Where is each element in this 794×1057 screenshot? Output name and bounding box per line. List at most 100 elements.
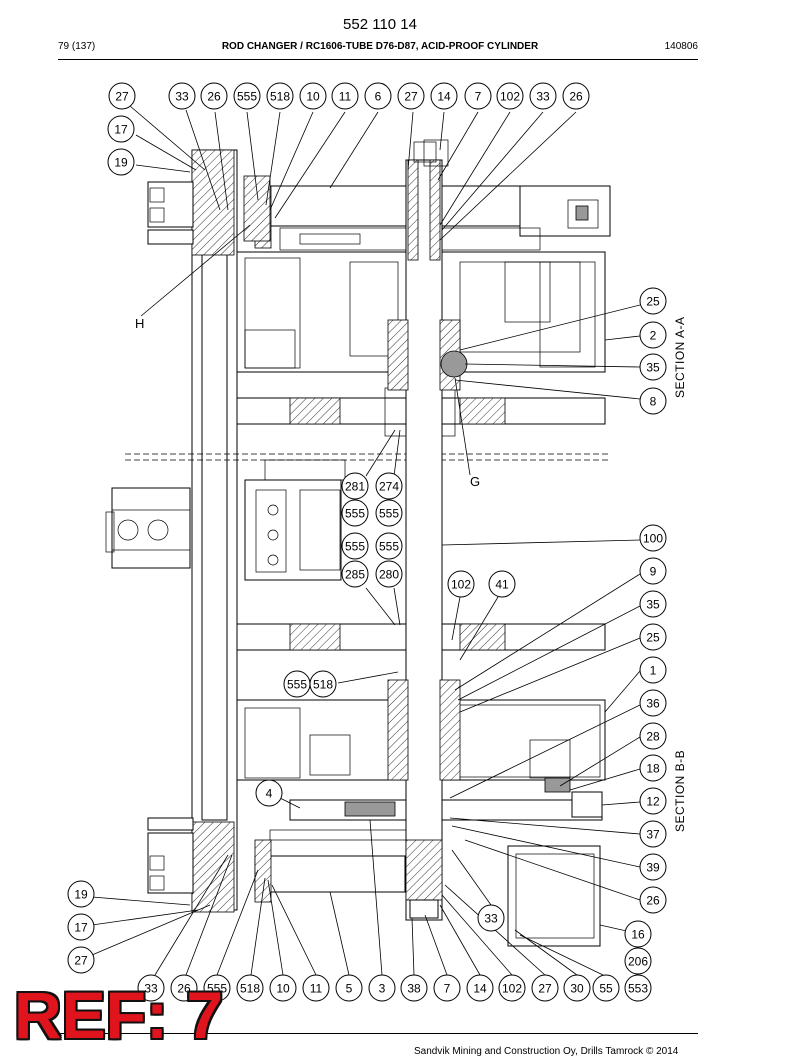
balloon-label: 26 <box>646 894 660 908</box>
balloon-555: 555 <box>203 974 231 1002</box>
assembly-drawing <box>105 139 611 947</box>
balloon-39: 39 <box>639 853 667 881</box>
balloon-label: 26 <box>569 90 583 104</box>
balloon-circle <box>302 974 330 1002</box>
balloon-circle <box>107 115 135 143</box>
balloon-55: 55 <box>592 974 620 1002</box>
balloon-circle <box>488 570 516 598</box>
balloon-555: 555 <box>375 499 403 527</box>
balloon-label: 518 <box>270 90 290 104</box>
balloon-label: 17 <box>114 123 128 137</box>
balloon-circle <box>464 82 492 110</box>
balloon-label: 36 <box>646 697 660 711</box>
balloon-label: 555 <box>237 90 257 104</box>
balloon-circle <box>255 779 283 807</box>
balloon-circle <box>375 499 403 527</box>
balloon-41: 41 <box>488 570 516 598</box>
balloon-circle <box>639 787 667 815</box>
balloon-4: 4 <box>255 779 283 807</box>
balloon-27: 27 <box>531 974 559 1002</box>
balloon-10: 10 <box>299 82 327 110</box>
balloon-circle <box>639 353 667 381</box>
balloon-33: 33 <box>529 82 557 110</box>
balloon-label: 1 <box>650 664 657 678</box>
balloon-555: 555 <box>375 532 403 560</box>
page-reference: 79 (137) <box>58 41 96 52</box>
balloon-circle <box>341 499 369 527</box>
balloon-circle <box>375 532 403 560</box>
balloon-circle <box>67 880 95 908</box>
balloon-12: 12 <box>639 787 667 815</box>
balloon-label: 280 <box>379 568 399 582</box>
balloon-label: 37 <box>646 828 660 842</box>
balloon-label: 102 <box>451 578 471 592</box>
balloon-26: 26 <box>639 886 667 914</box>
balloon-label: 281 <box>345 480 365 494</box>
balloon-label: 102 <box>502 982 522 996</box>
balloon-label: 10 <box>276 982 290 996</box>
balloon-label: 14 <box>437 90 451 104</box>
detail-label-g: G <box>470 474 480 489</box>
balloon-label: 553 <box>628 982 648 996</box>
balloon-circle <box>639 557 667 585</box>
balloon-102: 102 <box>498 974 526 1002</box>
balloon-37: 37 <box>639 820 667 848</box>
balloon-circle <box>236 974 264 1002</box>
balloon-label: 30 <box>570 982 584 996</box>
balloon-label: 11 <box>339 90 352 104</box>
balloon-circle <box>170 974 198 1002</box>
balloon-35: 35 <box>639 353 667 381</box>
section-b-label: SECTION B-B <box>673 750 687 832</box>
balloon-circle <box>639 689 667 717</box>
balloon-circle <box>639 287 667 315</box>
ref-stamp: REF: 7 <box>14 978 224 1052</box>
balloon-label: 16 <box>631 928 645 942</box>
balloon-label: 27 <box>538 982 552 996</box>
balloon-label: 25 <box>646 295 660 309</box>
balloon-27: 27 <box>108 82 136 110</box>
balloon-circle <box>108 82 136 110</box>
balloon-circle <box>137 974 165 1002</box>
balloon-circle <box>639 754 667 782</box>
balloon-19: 19 <box>67 880 95 908</box>
balloon-11: 11 <box>302 974 330 1002</box>
balloon-circle <box>624 974 652 1002</box>
footer-copyright: Sandvik Mining and Construction Oy, Dril… <box>414 1046 679 1057</box>
balloon-label: 100 <box>643 532 663 546</box>
balloon-label: 33 <box>175 90 189 104</box>
balloon-label: 285 <box>345 568 365 582</box>
balloon-555: 555 <box>341 499 369 527</box>
balloon-label: 6 <box>375 90 382 104</box>
balloon-label: 8 <box>650 395 657 409</box>
balloon-9: 9 <box>639 557 667 585</box>
balloon-26: 26 <box>562 82 590 110</box>
balloon-circle <box>466 974 494 1002</box>
balloon-label: 555 <box>287 678 307 692</box>
balloon-label: 206 <box>628 955 648 969</box>
balloon-label: 518 <box>313 678 333 692</box>
balloon-label: 27 <box>404 90 418 104</box>
balloon-555: 555 <box>341 532 369 560</box>
balloon-label: 555 <box>345 540 365 554</box>
balloon-label: 26 <box>177 982 191 996</box>
balloon-label: 555 <box>207 982 227 996</box>
balloon-circle <box>67 946 95 974</box>
balloon-33: 33 <box>137 974 165 1002</box>
balloon-label: 7 <box>475 90 482 104</box>
balloon-label: 555 <box>379 540 399 554</box>
balloon-10: 10 <box>269 974 297 1002</box>
balloon-circle <box>433 974 461 1002</box>
balloon-circle <box>266 82 294 110</box>
date-code: 140806 <box>664 41 698 52</box>
balloon-26: 26 <box>200 82 228 110</box>
balloon-label: 39 <box>646 861 660 875</box>
balloon-circle <box>335 974 363 1002</box>
balloon-100: 100 <box>639 524 667 552</box>
balloon-circle <box>639 820 667 848</box>
balloon-circle <box>375 560 403 588</box>
balloon-circle <box>447 570 475 598</box>
balloon-circle <box>639 590 667 618</box>
balloon-label: 11 <box>310 982 323 996</box>
